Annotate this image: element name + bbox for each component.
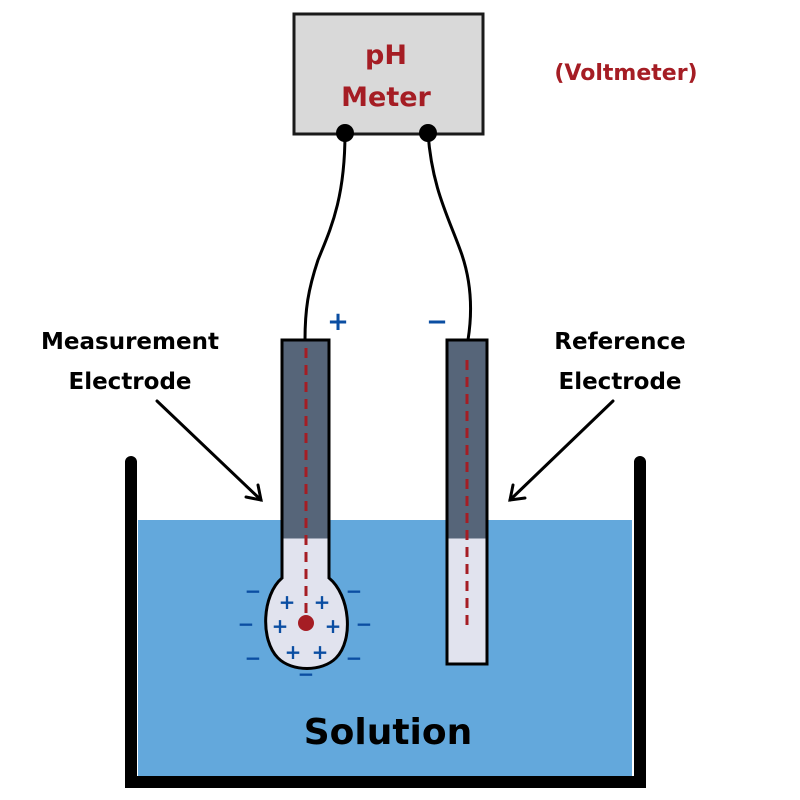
reference-arrow [508,399,615,502]
bulb-positive-charge: + [272,614,289,638]
bulb-positive-charge: + [279,590,296,614]
reference-electrode [445,338,489,666]
ph-meter-box [292,12,485,136]
positive-terminal [336,124,354,142]
reference-electrode-body [448,341,486,539]
negative-terminal [419,124,437,142]
negative-wire [426,132,472,341]
measurement-internal-bulb-dot [298,615,314,631]
ph-meter-label-line2: Meter [341,82,431,113]
solution-negative-charge: − [245,646,262,670]
measurement-electrode-label-line1: Measurement [41,329,219,355]
reference-electrode-label-line2: Electrode [558,369,681,395]
ph-meter-label-line1: pH [365,40,407,71]
positive-sign: + [327,307,349,337]
measurement-electrode-label-line2: Electrode [68,369,191,395]
solution-label: Solution [304,712,473,753]
solution-liquid [138,520,632,776]
bulb-positive-charge: + [325,614,342,638]
positive-wire [303,132,347,341]
measurement-electrode [264,338,349,670]
solution-negative-charge: − [298,662,315,686]
solution-negative-charge: − [346,646,363,670]
measurement-arrow [155,399,263,502]
reference-electrode-label-line1: Reference [554,329,685,355]
solution-negative-charge: − [356,612,373,636]
bulb-positive-charge: + [312,640,329,664]
bulb-positive-charge: + [285,640,302,664]
solution-negative-charge: − [238,612,255,636]
negative-sign: − [426,307,448,337]
bulb-positive-charge: + [314,590,331,614]
voltmeter-annotation: (Voltmeter) [554,61,697,86]
solution-negative-charge: − [346,579,363,603]
solution-negative-charge: − [245,579,262,603]
beaker [125,456,646,788]
